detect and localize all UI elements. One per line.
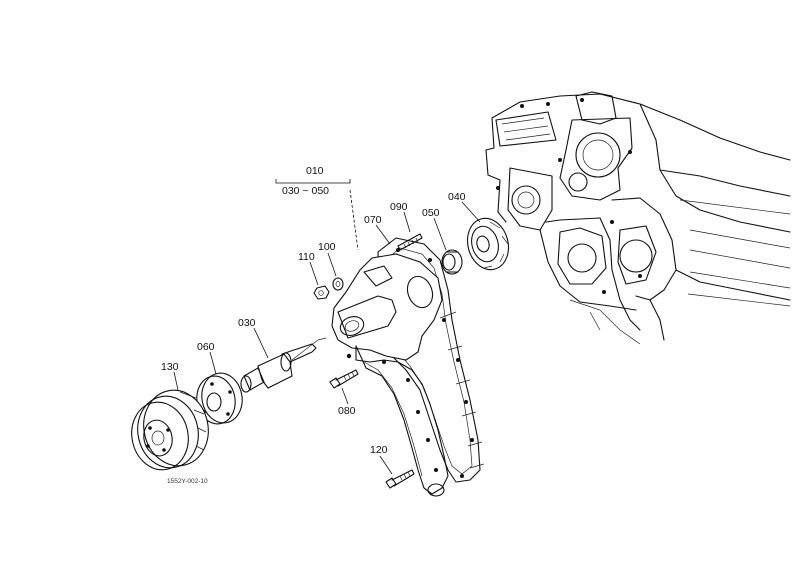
impeller-drawing — [466, 217, 510, 271]
label-part-070: 070 — [364, 214, 382, 226]
bolt-080-drawing — [329, 369, 359, 389]
pulley-drawing — [131, 389, 209, 471]
washer-drawing — [332, 277, 344, 291]
shaft-bearing-drawing — [240, 337, 327, 393]
engine-block-drawing — [485, 91, 791, 345]
bolt-120-drawing — [385, 469, 415, 489]
nut-drawing — [313, 285, 330, 300]
hub-flange-drawing — [196, 372, 243, 425]
label-part-100: 100 — [318, 241, 336, 253]
leader-lines — [173, 179, 481, 475]
label-part-050: 050 — [422, 207, 440, 219]
diagram-reference-code: 1552Y-002-10 — [167, 478, 208, 485]
label-part-110: 110 — [298, 251, 315, 263]
gasket-drawing — [377, 237, 481, 483]
label-part-090: 090 — [390, 201, 408, 213]
label-part-060: 060 — [197, 341, 215, 353]
label-part-080: 080 — [338, 405, 356, 417]
label-part-120: 120 — [370, 444, 388, 456]
part-labels: 010 030 ~ 050 070 090 050 040 100 110 03… — [161, 165, 466, 485]
label-part-040: 040 — [448, 191, 466, 203]
label-part-130: 130 — [161, 361, 179, 373]
label-part-010: 010 — [306, 165, 324, 177]
stud-bolt-drawing — [397, 233, 423, 251]
pump-housing-drawing — [331, 248, 485, 497]
seal-drawing — [441, 249, 463, 275]
label-part-030: 030 — [238, 317, 256, 329]
label-part-030-050: 030 ~ 050 — [282, 185, 329, 197]
